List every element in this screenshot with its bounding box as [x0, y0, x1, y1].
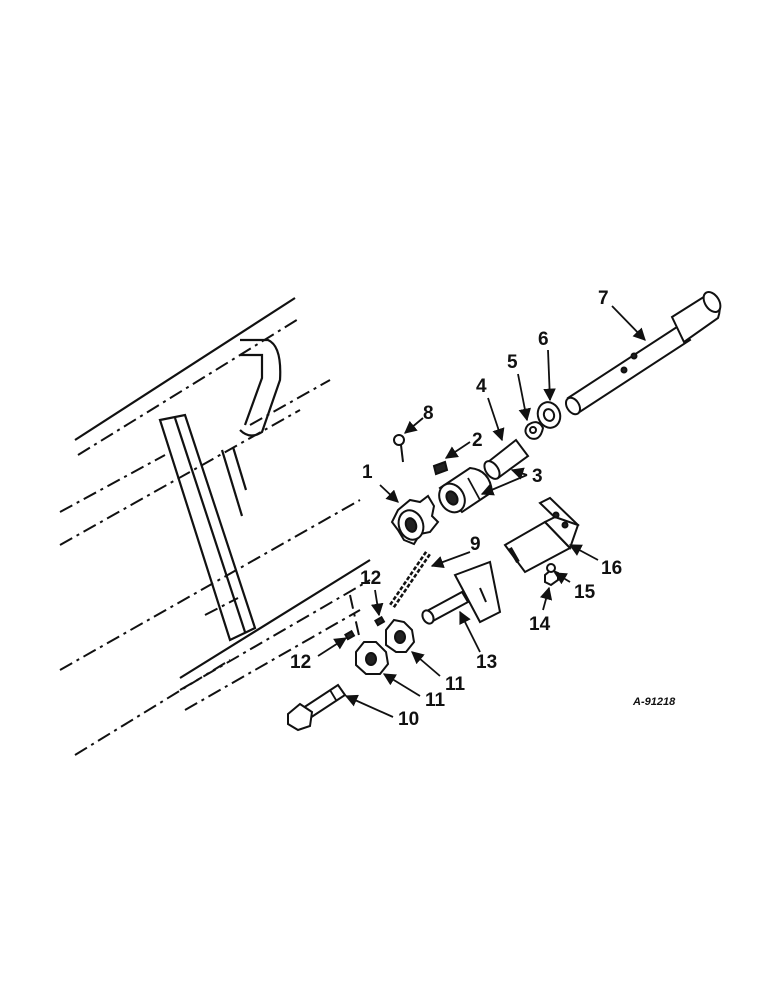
callout-5: 5 [507, 352, 518, 373]
callout-14: 14 [529, 614, 551, 635]
leader-lines [317, 305, 646, 718]
part-10-bolt [287, 683, 347, 732]
callout-8: 8 [423, 403, 434, 424]
part-9-chain [389, 551, 431, 608]
part-15-washer [546, 563, 556, 573]
part-11-sprocket-lower [355, 641, 390, 675]
machine-frame [59, 297, 371, 756]
callout-11-upper: 11 [445, 674, 466, 695]
callout-16: 16 [601, 558, 622, 579]
part-7-shaft [564, 291, 722, 416]
callout-labels: 1 2 3 4 5 6 7 8 9 10 11 11 12 12 13 14 1… [290, 288, 676, 730]
callout-6: 6 [538, 329, 549, 350]
part-13-plate [421, 560, 502, 625]
callout-10: 10 [398, 709, 419, 730]
part-11-sprocket-upper [385, 618, 416, 653]
part-5-lock-washer [524, 421, 545, 440]
part-12-key-upper [374, 615, 386, 627]
part-12-key-lower [344, 629, 356, 641]
drawing-id: A-91218 [632, 696, 676, 708]
callout-15: 15 [574, 582, 596, 603]
part-16-bracket [503, 496, 580, 574]
callout-7: 7 [598, 288, 609, 309]
part-6-washer [536, 401, 562, 429]
callout-9: 9 [470, 534, 481, 555]
part-4-bushing [483, 438, 530, 480]
part-8-pin [393, 434, 405, 463]
callout-3: 3 [532, 466, 543, 487]
callout-12-upper: 12 [360, 568, 381, 589]
callout-1: 1 [362, 462, 373, 483]
callout-12-lower: 12 [290, 652, 311, 673]
callout-2: 2 [472, 430, 483, 451]
callout-4: 4 [476, 376, 487, 397]
part-1-sprocket [390, 494, 440, 546]
callout-11-lower: 11 [425, 690, 446, 711]
callout-13: 13 [476, 652, 497, 673]
part-2-screw [432, 460, 449, 476]
